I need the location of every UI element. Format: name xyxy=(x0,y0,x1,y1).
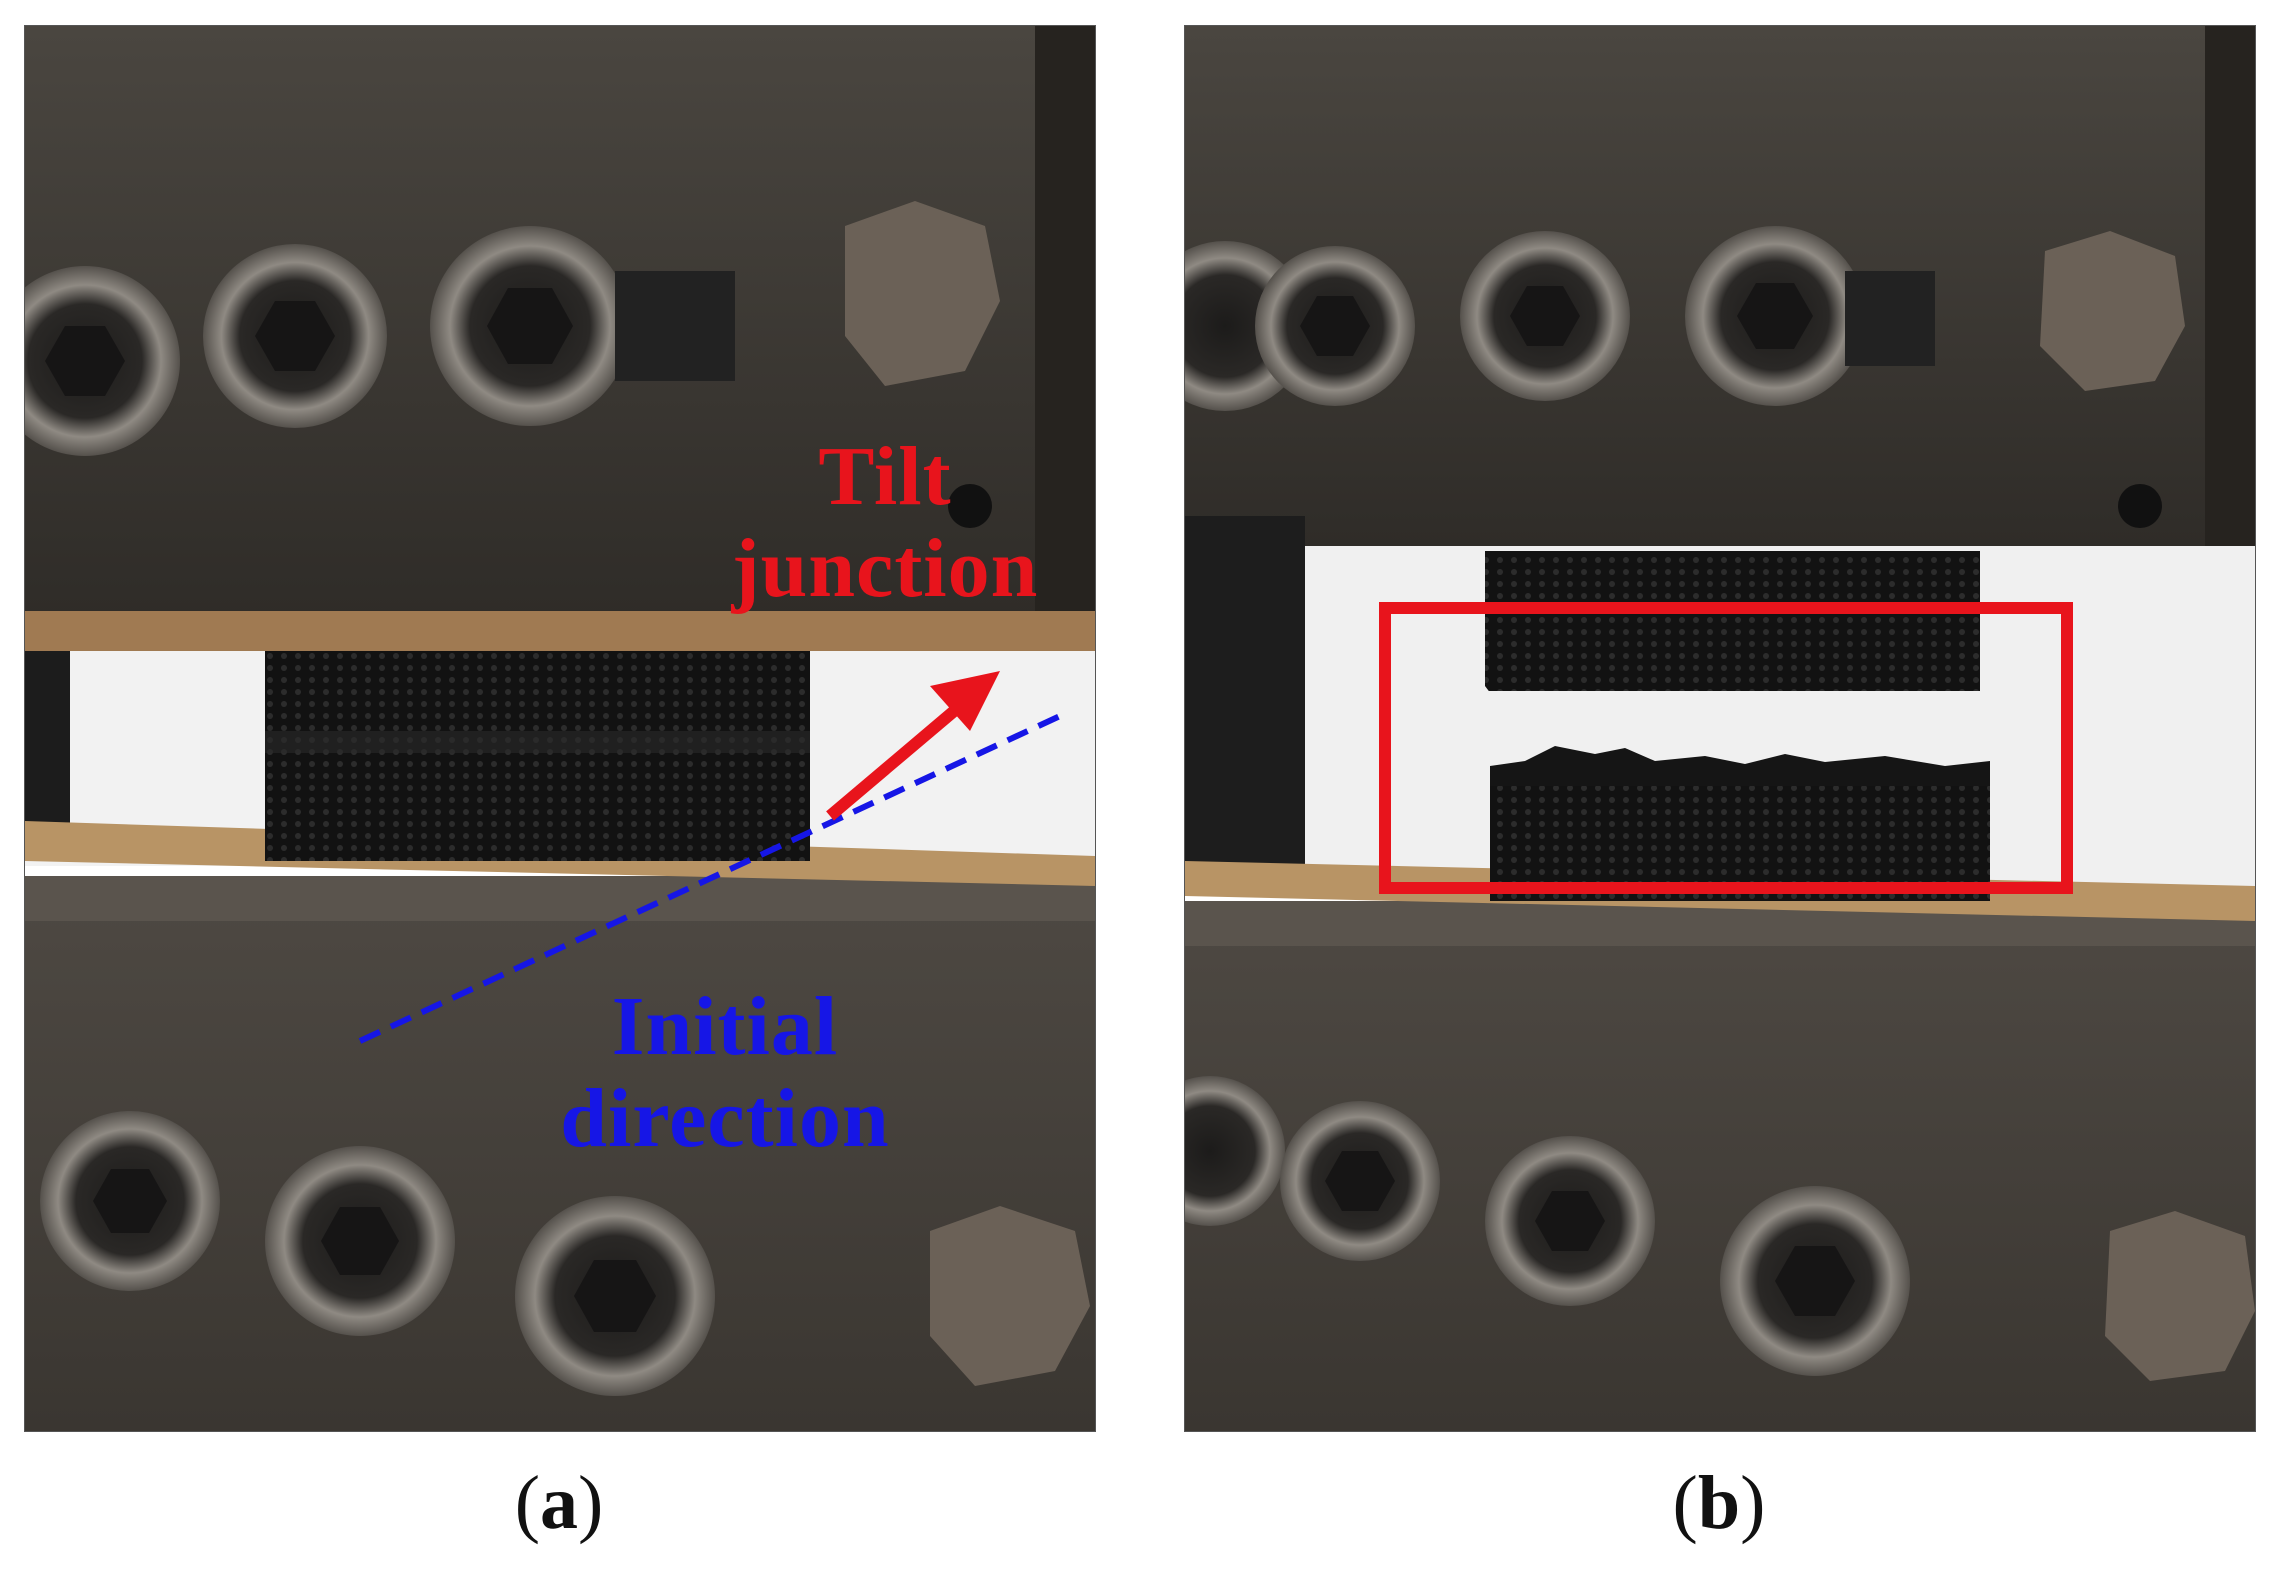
initial-direction-line xyxy=(358,713,1062,1044)
tilt-label-line1: Tilt xyxy=(818,430,952,523)
caption-b-letter: b xyxy=(1697,1461,1741,1545)
caption-b: (b) xyxy=(1184,1460,2254,1547)
caption-b-close: ) xyxy=(1740,1461,1766,1545)
initial-label-line1: Initial xyxy=(611,980,839,1073)
caption-a-close: ) xyxy=(578,1461,604,1545)
initial-label-line2: direction xyxy=(560,1072,890,1165)
photo-panel-a: Tilt junction Initial direction xyxy=(24,25,1096,1432)
caption-a: (a) xyxy=(24,1460,1094,1547)
tilt-arrow-head xyxy=(930,671,1000,731)
photo-panel-b xyxy=(1184,25,2256,1432)
fracture-highlight-box xyxy=(1379,602,2073,894)
caption-a-letter: a xyxy=(540,1461,578,1545)
photo-a-scene xyxy=(25,26,1095,1431)
initial-direction-label: Initial direction xyxy=(495,981,955,1165)
caption-a-open: ( xyxy=(514,1461,540,1545)
tilt-label-line2: junction xyxy=(731,522,1039,615)
caption-b-open: ( xyxy=(1672,1461,1698,1545)
tilt-junction-label: Tilt junction xyxy=(685,431,1085,615)
tilt-arrow xyxy=(826,701,964,821)
photo-b-scene xyxy=(1185,26,2255,1431)
